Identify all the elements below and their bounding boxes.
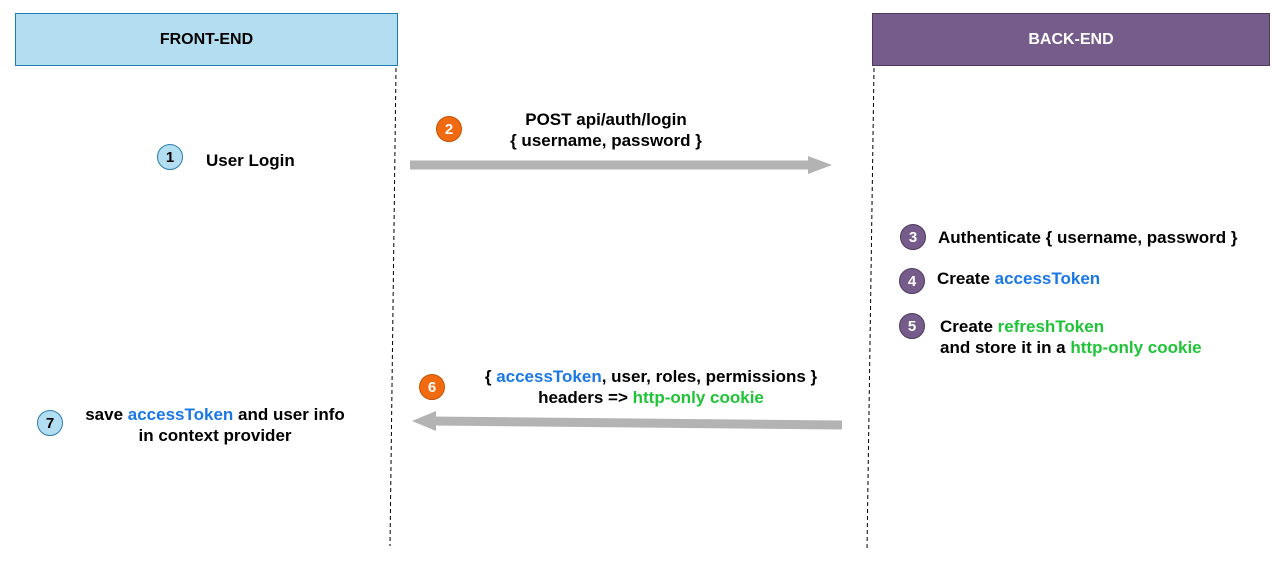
backend-lifeline: [866, 67, 875, 551]
step-2-badge: 2: [436, 116, 462, 142]
step-2-line2: { username, password }: [510, 131, 702, 150]
backend-label: BACK-END: [1028, 30, 1114, 48]
access-token-label: accessToken: [496, 367, 602, 386]
http-only-cookie-label: http-only cookie: [632, 388, 764, 407]
step-6-badge: 6: [419, 374, 445, 400]
request-arrow: [410, 156, 832, 174]
access-token-label: accessToken: [127, 405, 234, 424]
backend-header: BACK-END: [872, 13, 1270, 66]
refresh-token-label: refreshToken: [997, 317, 1105, 336]
frontend-lifeline: [389, 67, 397, 547]
step-3-text: Authenticate { username, password }: [938, 228, 1238, 247]
step-2-line1: POST api/auth/login: [525, 110, 687, 129]
step-6-text: { accessToken, user, roles, permissions …: [484, 367, 818, 407]
step-5-text: Create refreshToken and store it in a ht…: [940, 317, 1202, 357]
response-arrow: [412, 411, 843, 431]
frontend-header: FRONT-END: [15, 13, 398, 66]
step-7-text: save accessToken and user info in contex…: [85, 405, 345, 445]
frontend-label: FRONT-END: [159, 30, 254, 48]
step-3-badge: 3: [900, 224, 926, 250]
access-token-label: accessToken: [994, 269, 1101, 288]
step-2-text: POST api/auth/login { username, password…: [486, 109, 726, 151]
step-4-badge: 4: [899, 268, 925, 294]
step-5-badge: 5: [899, 313, 925, 339]
step-1-badge: 1: [157, 144, 183, 170]
step-7-badge: 7: [37, 410, 63, 436]
http-only-cookie-label: http-only cookie: [1070, 338, 1202, 357]
step-1-text: User Login: [206, 151, 295, 170]
step-4-text: Create accessToken: [937, 269, 1101, 288]
